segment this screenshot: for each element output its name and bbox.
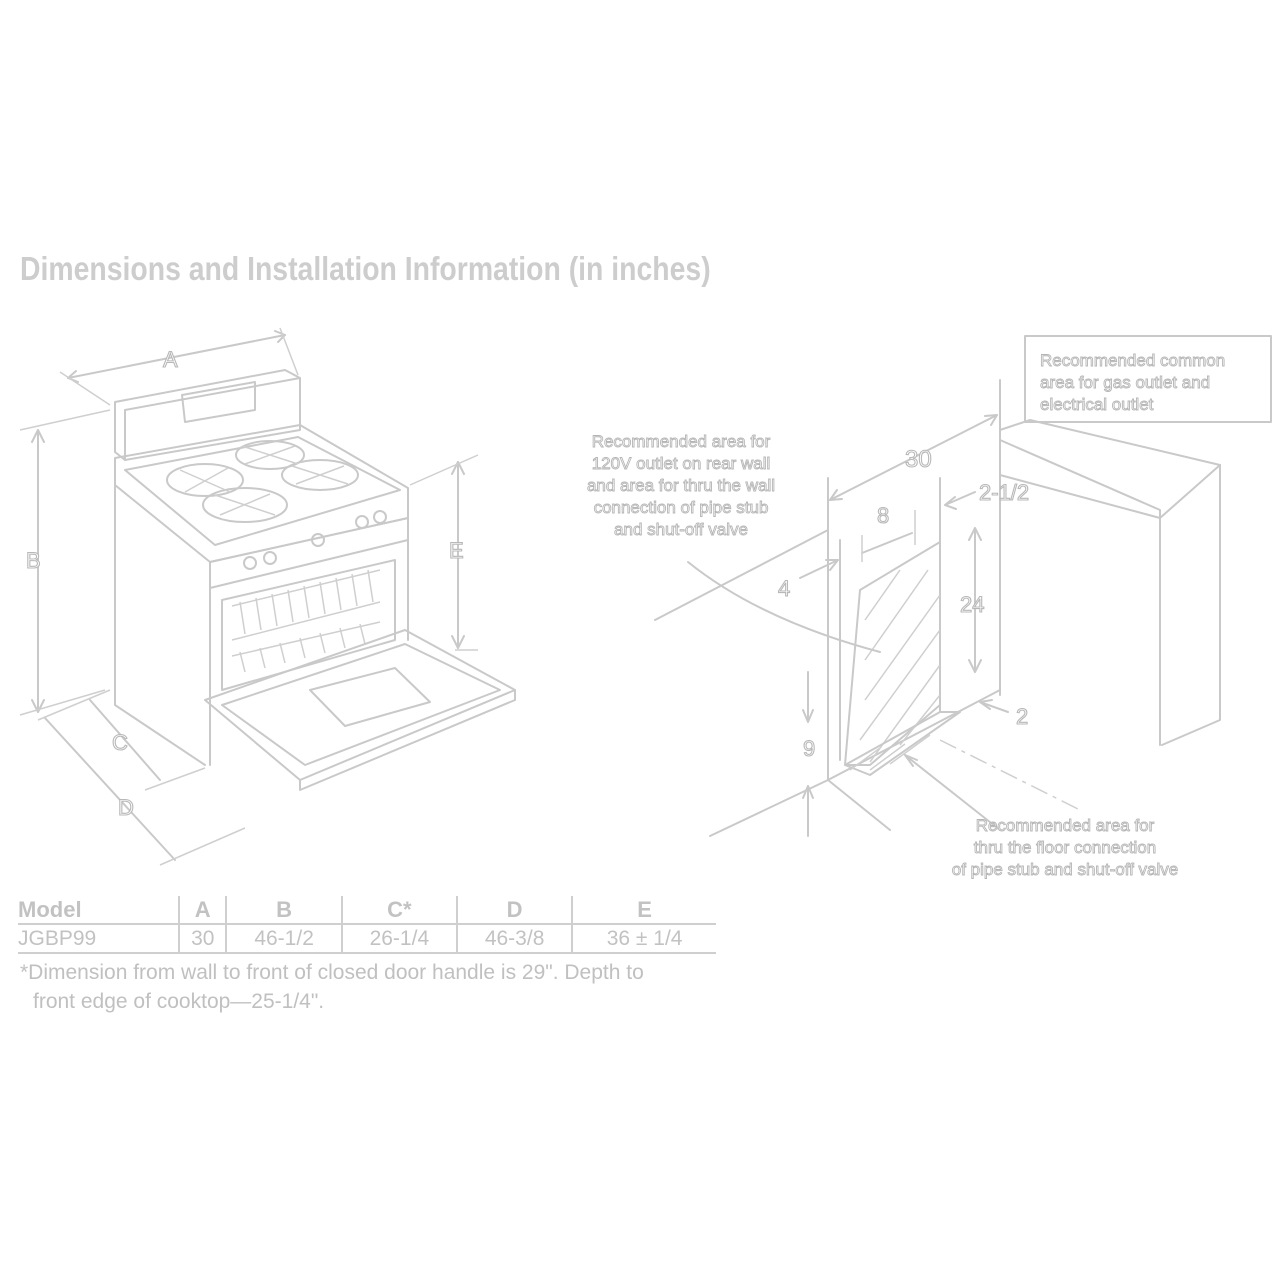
- header-a: A: [177, 896, 227, 925]
- dim-height: 24: [960, 592, 984, 617]
- note-floor-3: of pipe stub and shut-off valve: [952, 860, 1179, 879]
- dim-side: 4: [778, 576, 790, 601]
- page-title: Dimensions and Installation Information …: [20, 250, 711, 287]
- note-wall-1: Recommended area for: [592, 432, 771, 451]
- footnote-line-1: *Dimension from wall to front of closed …: [20, 961, 644, 984]
- cell-d: 46-3/8: [455, 924, 573, 954]
- header-e: E: [571, 896, 716, 925]
- dim-floor: 2: [1016, 704, 1028, 729]
- note-wall-3: and area for thru the wall: [587, 476, 775, 495]
- header-b: B: [225, 896, 342, 925]
- common-area-box: [1024, 335, 1272, 423]
- range-illustration: A B C D E: [19, 327, 516, 866]
- cell-b: 46-1/2: [225, 924, 342, 954]
- dimensions-table: Model A B C* D E JGBP99 30 46-1/2 26-1/4…: [18, 896, 716, 954]
- label-d: D: [118, 795, 134, 820]
- label-b: B: [26, 548, 41, 573]
- footnote-line-2: front edge of cooktop—25-1/4".: [33, 990, 325, 1013]
- dim-edge: 2-1/2: [979, 480, 1029, 505]
- cell-model: JGBP99: [18, 924, 179, 954]
- note-common-2: area for gas outlet and: [1040, 373, 1210, 392]
- table-row: JGBP99 30 46-1/2 26-1/4 46-3/8 36 ± 1/4: [18, 924, 716, 954]
- note-floor-2: thru the floor connection: [974, 838, 1156, 857]
- footnote: *Dimension from wall to front of closed …: [20, 958, 720, 1016]
- header-model: Model: [18, 896, 179, 925]
- dim-bottom: 9: [803, 736, 815, 761]
- header-c: C*: [340, 896, 457, 925]
- cell-a: 30: [177, 924, 227, 954]
- note-wall-5: and shut-off valve: [614, 520, 748, 539]
- header-d: D: [455, 896, 573, 925]
- dim-width: 30: [905, 446, 932, 473]
- label-c: C: [112, 730, 128, 755]
- installation-diagram: Recommended common area for gas outlet a…: [587, 335, 1272, 879]
- label-a: A: [163, 347, 178, 372]
- dim-box: 8: [877, 503, 889, 528]
- note-wall-4: connection of pipe stub: [594, 498, 769, 517]
- cell-e: 36 ± 1/4: [571, 924, 716, 954]
- label-e: E: [449, 538, 464, 563]
- note-floor-1: Recommended area for: [976, 816, 1155, 835]
- note-wall-2: 120V outlet on rear wall: [592, 454, 771, 473]
- table-header-row: Model A B C* D E: [18, 896, 716, 925]
- note-common-1: Recommended common: [1040, 351, 1225, 370]
- cell-c: 26-1/4: [340, 924, 457, 954]
- note-common-3: electrical outlet: [1040, 395, 1154, 414]
